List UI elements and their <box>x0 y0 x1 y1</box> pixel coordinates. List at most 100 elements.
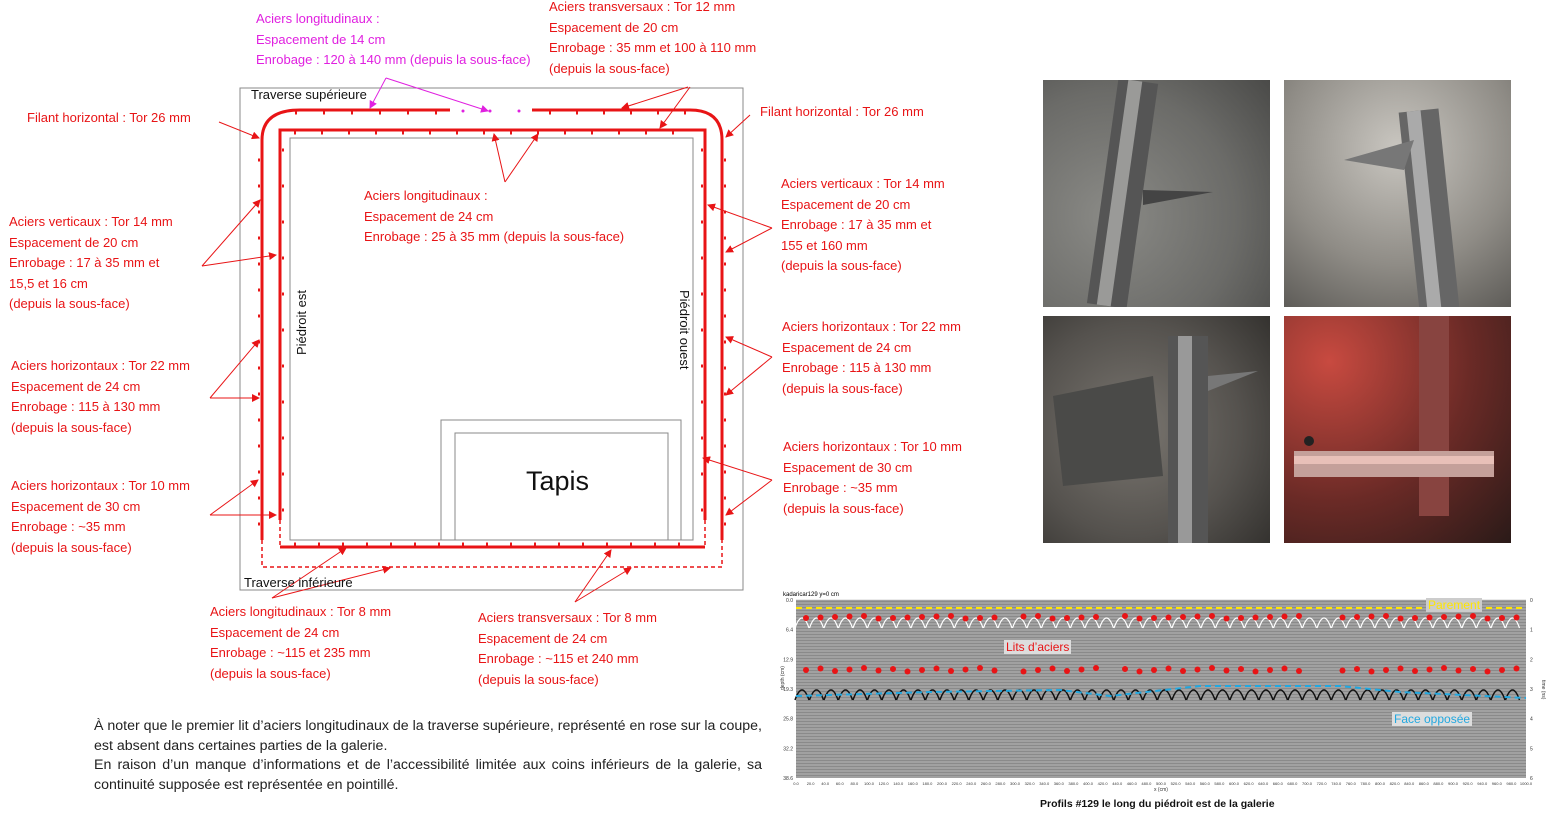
radar-right-axis-label: time (ns) <box>1540 680 1546 700</box>
rebar-detection <box>803 615 809 621</box>
radar-hyperbola <box>1461 689 1477 701</box>
radar-hyperbola <box>1229 617 1245 629</box>
label-line: Espacement de 24 cm <box>478 630 608 646</box>
radar-x-tick: 580.0 <box>1214 781 1225 786</box>
rebar-dot <box>414 542 416 546</box>
rebar-detection <box>1093 665 1099 671</box>
rebar-detection <box>1470 666 1476 672</box>
rebar-detection <box>890 666 896 672</box>
radar-right-tick: 3 <box>1530 687 1533 693</box>
radar-hyperbola <box>1084 617 1100 629</box>
rebar-dot <box>657 111 659 115</box>
rebar-detection <box>962 615 969 622</box>
label-top-transversal: Aciers transversaux : Tor 12 mm Espaceme… <box>549 0 756 79</box>
radar-x-tick: 480.0 <box>1141 781 1152 786</box>
label-line: Aciers longitudinaux : <box>364 188 488 203</box>
radar-x-tick: 780.0 <box>1360 781 1371 786</box>
rebar-dot <box>323 111 325 115</box>
rebar-detection <box>1513 614 1520 621</box>
radar-hyperbola <box>1171 689 1187 701</box>
rebar-detection <box>1499 667 1505 673</box>
rebar-detection <box>1020 668 1027 675</box>
rebar-detection <box>933 665 940 672</box>
outer-section <box>239 87 744 591</box>
rebar-detection <box>1180 614 1186 620</box>
rebar-detection <box>977 615 983 621</box>
rebar-dot <box>258 470 260 474</box>
rebar-detection <box>1238 666 1244 672</box>
rebar-detection <box>1339 614 1346 621</box>
rebar-detection <box>1194 666 1201 673</box>
rebar-detection <box>832 614 838 620</box>
rebar-dot <box>654 542 656 546</box>
piedroit-ouest-label: Piédroit ouest <box>677 290 692 370</box>
label-bottom-transversal: Aciers transversaux : Tor 8 mm Espacemen… <box>478 608 657 690</box>
radar-hyperbola <box>968 617 984 629</box>
rebar-dot <box>321 131 323 135</box>
rebar-dot <box>366 542 368 546</box>
radar-right-tick: 5 <box>1530 746 1533 752</box>
rebar-detection <box>1020 613 1027 620</box>
rebar-dot <box>630 111 632 115</box>
rebar-dot <box>282 220 284 224</box>
rebar-dot <box>282 472 284 476</box>
rebar-dot <box>510 542 512 546</box>
radar-x-tick: 400.0 <box>1083 781 1094 786</box>
radar-x-tick: 240.0 <box>966 781 977 786</box>
rebar-dot <box>258 496 260 500</box>
radar-x-tick: 700.0 <box>1302 781 1313 786</box>
rebar-detection <box>1136 668 1143 675</box>
radar-hyperbola <box>808 689 825 701</box>
radar-x-tick: 260.0 <box>981 781 992 786</box>
rebar-dot <box>724 392 726 396</box>
rebar-detection <box>1064 668 1070 674</box>
label-center-longitudinal: Aciers longitudinaux : Espacement de 24 … <box>364 186 624 248</box>
radar-hyperbola <box>1200 689 1216 701</box>
label-line: Espacement de 30 cm <box>11 498 141 514</box>
rebar-detection <box>991 667 998 674</box>
radar-x-tick: 200.0 <box>937 781 948 786</box>
rebar-dot <box>258 158 260 162</box>
radar-hyperbola <box>1345 617 1361 629</box>
rebar-detection <box>1354 614 1360 620</box>
rebar-detection <box>1441 665 1447 671</box>
rebar-detection <box>817 665 824 672</box>
rebar-dot <box>318 542 320 546</box>
radar-x-tick: 0.0 <box>793 781 799 786</box>
radar-x-tick: 540.0 <box>1185 781 1196 786</box>
lits-aciers-label: Lits d’aciers <box>1004 640 1072 654</box>
photo-caliper-4 <box>1284 316 1511 543</box>
label-line: Enrobage : ~35 mm <box>783 480 898 495</box>
radar-hyperbola <box>1258 689 1274 701</box>
rebar-dot <box>701 256 703 260</box>
rebar-detection <box>861 665 867 671</box>
label-line: Aciers transversaux : Tor 12 mm <box>549 0 736 14</box>
radar-hyperbola <box>1185 617 1202 629</box>
label-line: (depuis la sous-face) <box>781 258 902 273</box>
rebar-dot <box>724 210 726 214</box>
rebar-detection <box>1194 613 1201 620</box>
radar-right-tick: 4 <box>1530 717 1533 723</box>
rebar-detection <box>1136 615 1143 622</box>
face-opposee-line <box>795 685 1527 699</box>
label-line: Enrobage : ~35 mm <box>11 519 126 534</box>
radar-hyperbola <box>953 689 970 701</box>
label-line: Espacement de 20 cm <box>781 196 911 212</box>
radar-right-tick: 2 <box>1530 657 1533 663</box>
radar-hyperbola <box>1229 689 1245 701</box>
radar-hyperbola <box>1287 689 1303 701</box>
rebar-dot <box>282 184 284 188</box>
radar-hyperbola <box>1127 617 1144 629</box>
radar-x-tick: 20.0 <box>807 781 816 786</box>
rebar-dot <box>342 542 344 546</box>
rebar-dot <box>258 184 260 188</box>
rebar-dot <box>618 131 620 135</box>
rebar-dot <box>429 131 431 135</box>
rebar-dot <box>407 111 409 115</box>
rebar-detection <box>1383 667 1389 673</box>
radar-left-tick: 32.2 <box>783 746 793 752</box>
rebar-detection <box>1281 665 1288 672</box>
radar-caption: Profils #129 le long du piédroit est de … <box>1040 798 1275 810</box>
radar-x-tick: 340.0 <box>1039 781 1050 786</box>
